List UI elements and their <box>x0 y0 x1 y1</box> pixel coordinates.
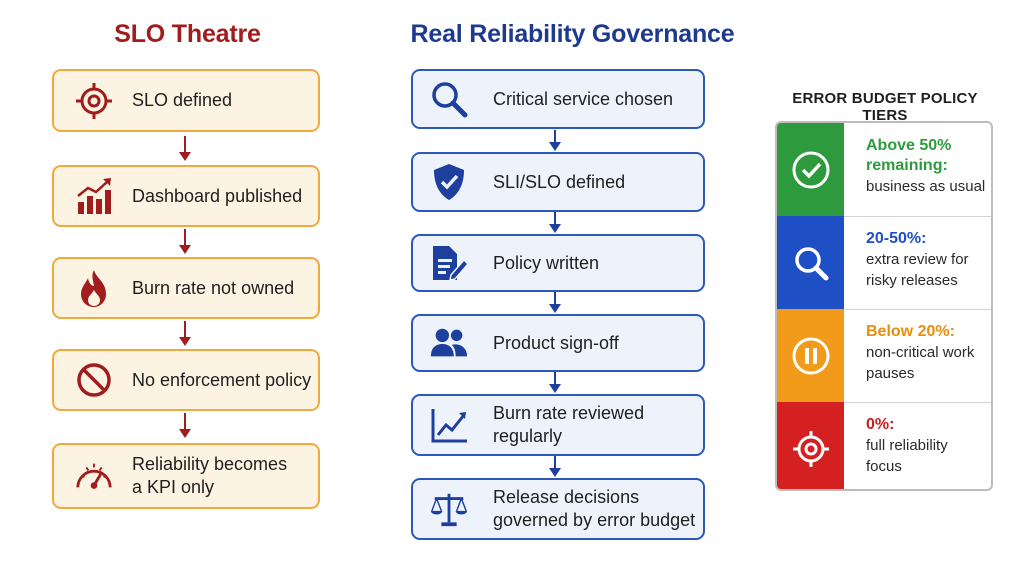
check-circle-icon <box>792 151 829 188</box>
theatre-step-label: SLO defined <box>132 90 233 110</box>
arrow-down-icon <box>179 321 191 346</box>
governance-step-label: Policy written <box>493 252 600 273</box>
slo-theatre-title: SLO Theatre <box>114 20 261 48</box>
tiers-title: ERROR BUDGET POLICY TIERS <box>792 90 978 124</box>
tier-info: Above 50% remaining: business as usual <box>844 123 991 216</box>
tier-title: Below 20%: <box>866 323 955 340</box>
governance-step-label: Critical service chosen <box>493 88 674 109</box>
theatre-step-label: Burn rate not owned <box>132 277 295 298</box>
label-line-1: Reliability becomes <box>132 454 288 474</box>
theatre-step-dashboard: Dashboard published <box>52 165 320 227</box>
label-line-1: Burn rate reviewed <box>493 403 645 423</box>
governance-step-critical-service: Critical service chosen <box>411 69 705 129</box>
theatre-step-label: Dashboard published <box>132 185 303 206</box>
tier-description-line-2: pauses <box>866 365 915 382</box>
gauge-icon <box>74 456 114 496</box>
governance-step-sli-slo: SLI/SLO defined <box>411 152 705 212</box>
theatre-step-no-enforcement: No enforcement policy <box>52 349 320 411</box>
arrow-down-icon <box>179 136 191 161</box>
theatre-step-kpi-only: Reliability becomes a KPI only <box>52 443 320 509</box>
governance-step-burn-rate: Burn rate reviewed regularly <box>411 394 705 456</box>
document-edit-icon <box>429 243 469 283</box>
tier-description-line-2: risky releases <box>866 272 958 289</box>
tier-description: full reliability <box>866 437 948 454</box>
arrow-down-icon <box>549 212 561 233</box>
tier-color-band <box>777 402 844 489</box>
tier-row-above-50: Above 50% remaining: business as usual <box>777 123 991 217</box>
tier-color-band <box>777 309 844 402</box>
search-icon <box>794 246 828 280</box>
governance-step-label: SLI/SLO defined <box>493 171 626 192</box>
governance-step-policy: Policy written <box>411 234 705 292</box>
tiers-table: Above 50% remaining: business as usual 2… <box>775 121 993 491</box>
tier-title-line-2: remaining: <box>866 157 948 174</box>
tier-description: extra review for <box>866 251 969 268</box>
label-line-1: Release decisions <box>493 487 640 507</box>
governance-step-label: Release decisions governed by error budg… <box>493 486 695 532</box>
tier-color-band <box>777 123 844 216</box>
governance-step-label: Product sign-off <box>493 332 619 353</box>
label-line-2: regularly <box>493 426 563 446</box>
governance-step-label: Burn rate reviewed regularly <box>493 402 644 448</box>
arrow-down-icon <box>549 292 561 313</box>
pause-circle-icon <box>792 337 829 374</box>
tier-info: Below 20%: non-critical work pauses <box>844 309 991 402</box>
search-icon <box>429 79 469 119</box>
theatre-step-burn-rate: Burn rate not owned <box>52 257 320 319</box>
bar-chart-icon <box>74 176 114 216</box>
arrow-down-icon <box>549 130 561 151</box>
theatre-step-label: No enforcement policy <box>132 369 312 390</box>
tier-row-zero: 0%: full reliability focus <box>777 402 991 489</box>
arrow-down-icon <box>179 413 191 438</box>
tier-title: 20-50%: <box>866 230 927 247</box>
tier-row-20-50: 20-50%: extra review for risky releases <box>777 216 991 310</box>
prohibited-icon <box>74 360 114 400</box>
tier-info: 20-50%: extra review for risky releases <box>844 216 991 309</box>
shield-check-icon <box>429 162 469 202</box>
arrow-down-icon <box>549 456 561 477</box>
governance-step-release-decisions: Release decisions governed by error budg… <box>411 478 705 540</box>
label-line-2: a KPI only <box>132 477 215 497</box>
theatre-step-label: Reliability becomes a KPI only <box>132 453 287 499</box>
tier-description: non-critical work <box>866 344 975 361</box>
tier-description-line-2: focus <box>866 458 902 475</box>
people-icon <box>429 323 469 363</box>
tier-title: Above 50% <box>866 137 952 154</box>
arrow-down-icon <box>179 229 191 254</box>
tier-info: 0%: full reliability focus <box>844 402 991 489</box>
tier-row-below-20: Below 20%: non-critical work pauses <box>777 309 991 403</box>
tier-color-band <box>777 216 844 309</box>
fire-icon <box>74 268 114 308</box>
scales-icon <box>429 489 469 529</box>
trend-chart-icon <box>429 405 469 445</box>
real-governance-title: Real Reliability Governance <box>410 20 735 48</box>
arrow-down-icon <box>549 372 561 393</box>
tier-description: business as usual <box>866 178 986 195</box>
governance-step-sign-off: Product sign-off <box>411 314 705 372</box>
target-icon <box>74 81 114 121</box>
tier-title: 0%: <box>866 416 895 433</box>
theatre-step-slo-defined: SLO defined <box>52 69 320 132</box>
label-line-2: governed by error budget <box>493 510 696 530</box>
target-icon <box>792 430 829 467</box>
